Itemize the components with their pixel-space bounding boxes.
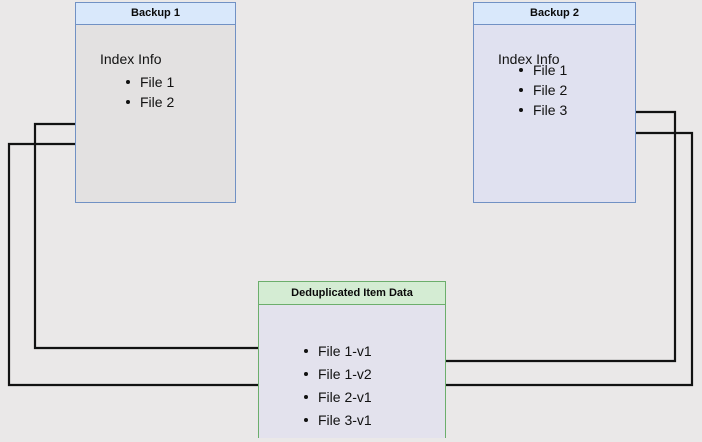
backup-2-file-list: File 1 File 2 File 3 xyxy=(517,60,567,120)
list-item: File 3-v1 xyxy=(302,409,372,432)
node-backup-1[interactable]: Backup 1 Index Info File 1 File 2 xyxy=(75,2,236,203)
list-item: File 1 xyxy=(517,60,567,80)
list-item: File 2-v1 xyxy=(302,386,372,409)
list-item: File 2 xyxy=(124,92,174,112)
node-deduplicated-item-data-header: Deduplicated Item Data xyxy=(259,282,445,305)
list-item: File 1 xyxy=(124,72,174,92)
list-item: File 1-v2 xyxy=(302,363,372,386)
dedup-file-list: File 1-v1 File 1-v2 File 2-v1 File 3-v1 xyxy=(302,340,372,432)
node-backup-1-header: Backup 1 xyxy=(76,3,235,25)
node-deduplicated-item-data[interactable]: Deduplicated Item Data File 1-v1 File 1-… xyxy=(258,281,446,438)
node-deduplicated-item-data-body: File 1-v1 File 1-v2 File 2-v1 File 3-v1 xyxy=(259,305,445,438)
backup-2-index-info-label: Index Info xyxy=(498,51,560,67)
backup-1-index-info-label: Index Info xyxy=(100,51,162,67)
node-backup-2-header: Backup 2 xyxy=(474,3,635,25)
list-item: File 2 xyxy=(517,80,567,100)
node-backup-1-body: Index Info File 1 File 2 xyxy=(76,25,235,202)
node-backup-2-body: Index Info File 1 File 2 File 3 xyxy=(474,25,635,202)
list-item: File 1-v1 xyxy=(302,340,372,363)
backup-1-file-list: File 1 File 2 xyxy=(124,72,174,112)
list-item: File 3 xyxy=(517,100,567,120)
node-backup-2[interactable]: Backup 2 Index Info File 1 File 2 File 3 xyxy=(473,2,636,203)
